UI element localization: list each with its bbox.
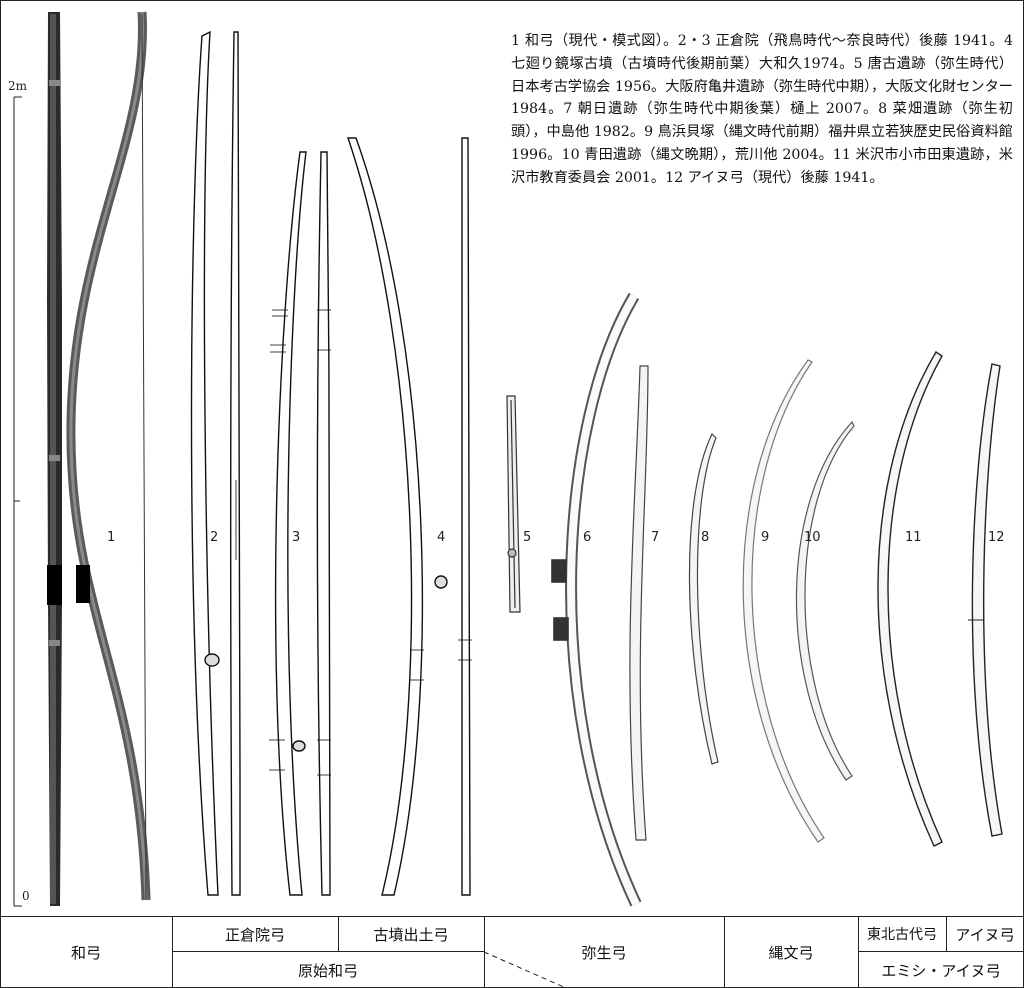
bow-4-illustration [347,137,472,896]
bow-1-illustration [47,11,151,906]
bow-number-12: 12 [988,530,1005,545]
cell-wakyu: 和弓 [70,943,101,962]
bow-3-illustration [269,151,331,896]
bow-number-6: 6 [583,530,591,545]
bow-number-9: 9 [761,530,769,545]
bow-number-10: 10 [804,530,821,545]
bow-6-illustration [551,292,642,907]
bow-11-illustration [877,351,943,847]
bow-number-5: 5 [523,530,531,545]
cell-yayoi: 弥生弓 [581,943,627,962]
bow-10-illustration [795,420,855,781]
bow-12-illustration [968,363,1003,837]
table-grid [0,916,1024,988]
bow-number-2: 2 [210,530,218,545]
scale-bottom-label: 0 [22,889,30,903]
cell-emishi: エミシ・アイヌ弓 [881,961,1001,980]
figure-caption: 1 和弓（現代・模式図）。2・3 正倉院（飛鳥時代〜奈良時代）後藤 1941。4… [511,33,1013,186]
bow-8-illustration [688,432,719,765]
bow-number-11: 11 [905,530,922,545]
bow-number-3: 3 [292,530,300,545]
bow-illustrations: 2m 0 [8,11,1005,907]
bow-number-1: 1 [107,530,115,545]
cell-tohoku: 東北古代弓 [867,927,937,943]
classification-table: 和弓 正倉院弓 古墳出土弓 原始和弓 弥生弓 縄文弓 東北古代弓 アイヌ弓 エミ… [0,916,1024,988]
cell-shosoin: 正倉院弓 [224,925,285,944]
scale-bar: 2m 0 [8,79,30,907]
cell-jomon: 縄文弓 [768,943,814,962]
cell-kofun: 古墳出土弓 [373,925,449,944]
cell-ainu: アイヌ弓 [955,925,1015,944]
scale-top-label: 2m [8,79,28,93]
bow-2-illustration [190,30,241,896]
cell-genshi: 原始和弓 [297,961,358,980]
bow-9-illustration [742,359,825,843]
bow-5-illustration [506,395,521,613]
bow-number-8: 8 [701,530,709,545]
bow-7-illustration [629,365,649,841]
bow-number-7: 7 [651,530,659,545]
bow-number-4: 4 [437,530,445,545]
